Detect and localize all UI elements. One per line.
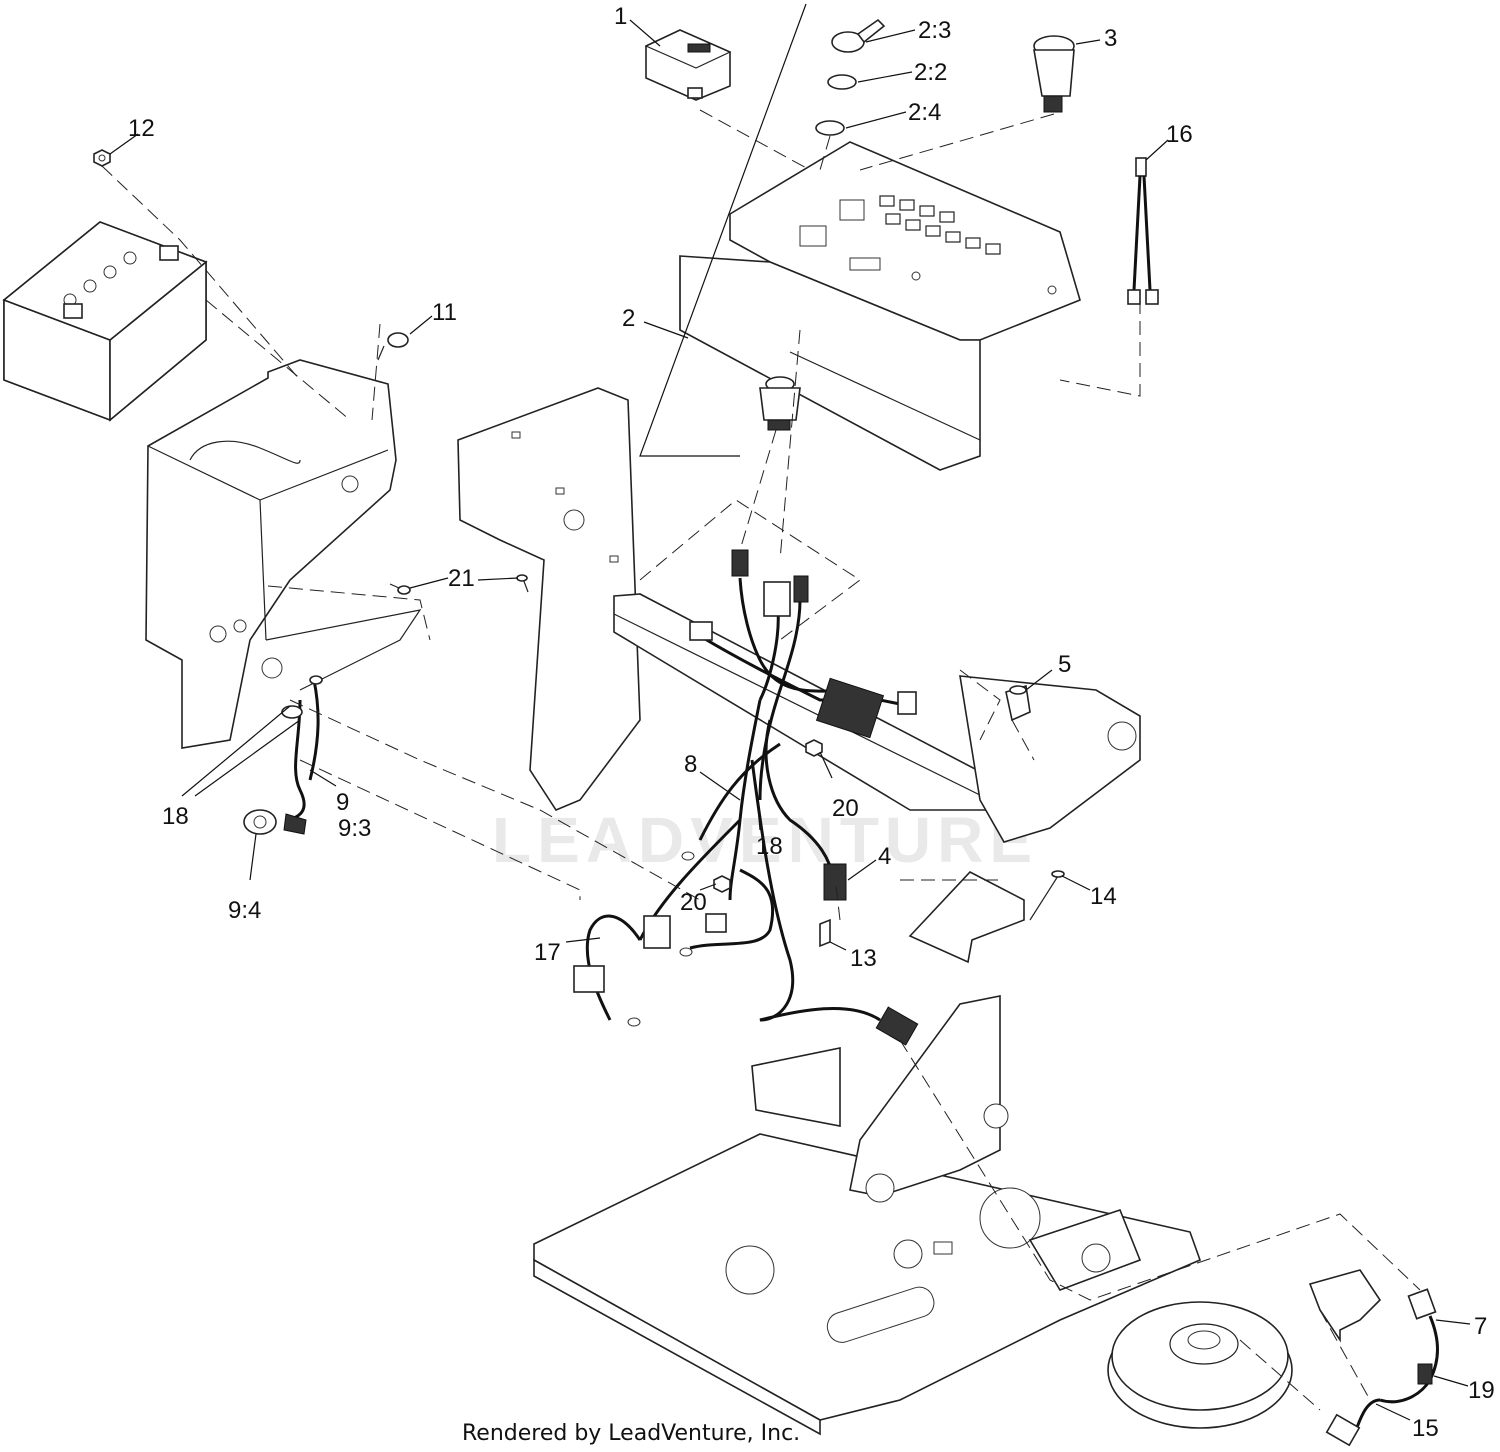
callout-19: 19 bbox=[1468, 1377, 1495, 1404]
callout-9-3: 9:3 bbox=[338, 815, 371, 842]
bracket-13 bbox=[819, 918, 831, 948]
wire-harness bbox=[573, 549, 919, 1046]
leader-lines bbox=[109, 3, 1471, 1421]
callout-14: 14 bbox=[1090, 883, 1117, 910]
assembly-lines bbox=[101, 109, 1421, 1411]
pto-clutch bbox=[1107, 1301, 1293, 1429]
callout-2-2: 2:2 bbox=[914, 59, 947, 86]
callout-8: 8 bbox=[684, 751, 697, 778]
clutch-bracket bbox=[1308, 1269, 1382, 1343]
callout-16: 16 bbox=[1166, 121, 1193, 148]
callout-20-lower: 20 bbox=[680, 889, 707, 916]
bolt-14 bbox=[1029, 870, 1065, 921]
callout-1: 1 bbox=[614, 3, 627, 30]
bolt-11 bbox=[377, 332, 409, 361]
callout-17: 17 bbox=[534, 939, 561, 966]
jumper-wire bbox=[1127, 157, 1159, 305]
cross-bar bbox=[613, 593, 1001, 811]
callout-21: 21 bbox=[448, 565, 475, 592]
center-bracket bbox=[457, 387, 641, 811]
base-plate bbox=[533, 1133, 1202, 1436]
callout-7: 7 bbox=[1474, 1313, 1487, 1340]
callout-4: 4 bbox=[878, 843, 891, 870]
callout-20-upper: 20 bbox=[832, 795, 859, 822]
battery-cable bbox=[243, 675, 323, 835]
callout-2-3: 2:3 bbox=[918, 17, 951, 44]
upright-bracket bbox=[751, 995, 1142, 1291]
callout-3: 3 bbox=[1104, 25, 1117, 52]
pto-switch bbox=[1033, 35, 1075, 113]
callout-18-center: 18 bbox=[756, 833, 783, 860]
washer-2-4 bbox=[815, 120, 845, 136]
callout-9-4: 9:4 bbox=[228, 897, 261, 924]
callout-2: 2 bbox=[622, 305, 635, 332]
hour-meter bbox=[644, 29, 732, 101]
seat-switch-bracket bbox=[908, 871, 1025, 964]
callout-18-left: 18 bbox=[162, 803, 189, 830]
ignition-key bbox=[831, 18, 886, 53]
ignition-switch bbox=[759, 376, 801, 431]
callout-11: 11 bbox=[432, 299, 457, 326]
callout-13: 13 bbox=[850, 945, 877, 972]
nut-12 bbox=[93, 149, 111, 167]
nut-20-lower bbox=[713, 875, 731, 893]
callout-2-4: 2:4 bbox=[908, 99, 941, 126]
callout-12: 12 bbox=[128, 115, 155, 142]
nut-20-upper bbox=[805, 739, 823, 757]
clutch-harness bbox=[1325, 1288, 1439, 1447]
right-arm bbox=[959, 675, 1141, 843]
left-frame bbox=[145, 359, 422, 749]
callout-labels: 1 2:3 3 2:2 2:4 12 16 11 2 21 5 8 20 18 … bbox=[128, 3, 1495, 1442]
nut-2-2 bbox=[827, 74, 857, 90]
callout-15: 15 bbox=[1412, 1415, 1439, 1442]
callout-9: 9 bbox=[336, 789, 349, 816]
control-panel bbox=[679, 141, 1081, 471]
footer-credit: Rendered by LeadVenture, Inc. bbox=[462, 1421, 800, 1446]
screw-21 bbox=[389, 574, 529, 595]
callout-5: 5 bbox=[1058, 651, 1071, 678]
battery bbox=[2, 221, 208, 422]
